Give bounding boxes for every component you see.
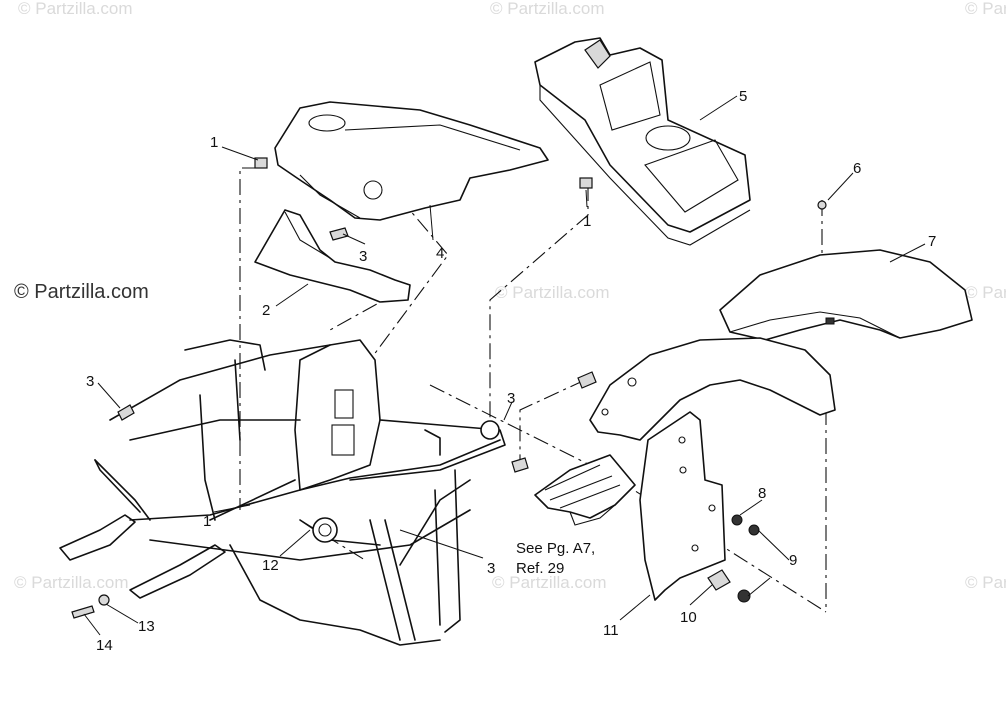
callout-3: 3 [359, 248, 367, 265]
screw-3b [117, 404, 135, 421]
callout-7: 7 [928, 233, 936, 250]
callout-2: 2 [262, 302, 270, 319]
clip-1b [579, 177, 593, 189]
screw-3 [329, 227, 349, 241]
watermark-faint: © Partzilla.com [965, 283, 1006, 302]
callout-labels: 1 1 1 2 3 3 3 3 4 5 6 7 8 9 10 11 12 13 … [86, 88, 936, 654]
callout-13: 13 [138, 618, 155, 635]
clip-1 [254, 157, 268, 169]
callout-6: 6 [853, 160, 861, 177]
plate-10 [707, 569, 731, 591]
front-cowl [274, 101, 549, 221]
watermark-faint: © Partzilla.com [965, 0, 1006, 18]
faint-watermarks: © Partzilla.com © Partzilla.com © Partzi… [14, 0, 1006, 592]
screw-3d [511, 457, 529, 473]
main-frame [59, 339, 506, 646]
watermark-faint: © Partzilla.com [490, 0, 605, 18]
callout-10: 10 [680, 609, 697, 626]
callout-3: 3 [86, 373, 94, 390]
callout-11: 11 [603, 622, 619, 639]
watermark-main: © Partzilla.com [14, 281, 149, 303]
callout-12: 12 [262, 557, 279, 574]
callout-4: 4 [436, 245, 444, 262]
fasteners [71, 157, 827, 619]
callout-1: 1 [583, 213, 591, 230]
screw-3c [577, 371, 597, 389]
reference-note-line2: Ref. 29 [516, 560, 564, 577]
callout-3: 3 [507, 390, 515, 407]
bolt-14 [71, 605, 95, 619]
watermark-faint: © Partzilla.com [965, 573, 1006, 592]
callout-1: 1 [203, 513, 211, 530]
rear-console-panel [534, 37, 751, 246]
front-fender [589, 337, 836, 441]
watermark-faint: © Partzilla.com [495, 283, 610, 302]
leader-lines [83, 95, 926, 636]
watermark-faint: © Partzilla.com [14, 573, 129, 592]
nut-9b [737, 589, 751, 603]
pin-6 [817, 200, 827, 210]
washer-13 [98, 594, 110, 606]
nut-9 [748, 524, 760, 536]
callout-3: 3 [487, 560, 495, 577]
rear-fender [719, 249, 973, 341]
callout-1: 1 [210, 134, 218, 151]
callout-14: 14 [96, 637, 113, 654]
deflector-bracket [254, 209, 411, 303]
callout-8: 8 [758, 485, 766, 502]
watermark-faint: © Partzilla.com [18, 0, 133, 18]
mud-flap [639, 411, 726, 601]
watermark-faint: © Partzilla.com [492, 573, 607, 592]
nut-8 [731, 514, 743, 526]
callout-9: 9 [789, 552, 797, 569]
footrest [534, 454, 636, 526]
reference-note-line1: See Pg. A7, [516, 540, 595, 557]
callout-5: 5 [739, 88, 747, 105]
